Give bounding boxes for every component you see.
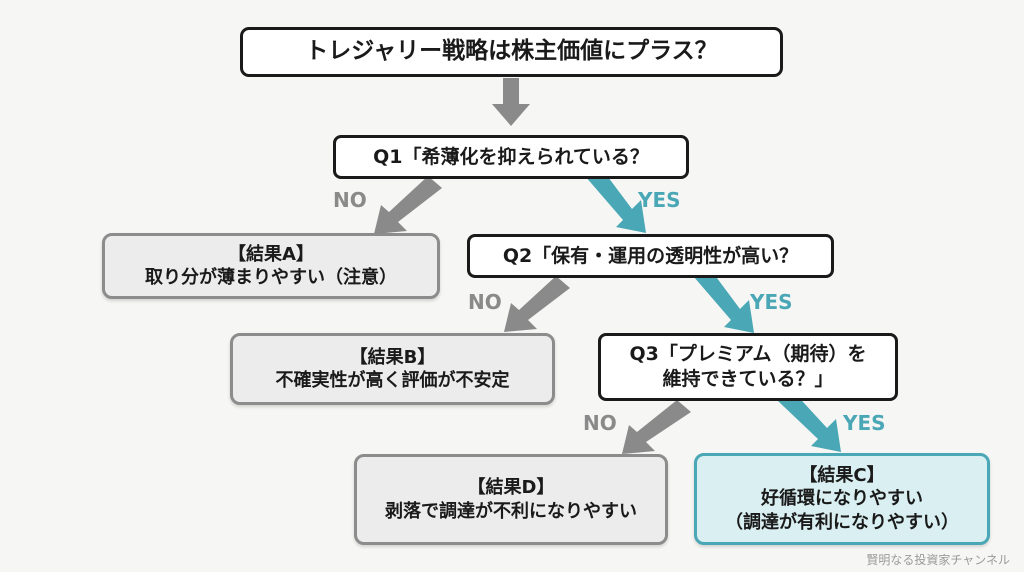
result-c-text2: （調達が有利になりやすい） bbox=[725, 511, 959, 533]
q1-yes-label: YES bbox=[638, 188, 681, 212]
result-b-heading: 【結果B】 bbox=[349, 346, 436, 368]
result-a-box: 【結果A】 取り分が薄まりやすい（注意） bbox=[102, 233, 440, 299]
arrow-title-to-q1 bbox=[492, 78, 530, 126]
q2-box: Q2「保有・運用の透明性が高い？ bbox=[467, 234, 834, 278]
result-a-heading: 【結果A】 bbox=[228, 243, 314, 265]
arrow-q3-yes bbox=[778, 390, 841, 452]
arrow-q2-no bbox=[504, 276, 570, 332]
q3-no-label: NO bbox=[583, 411, 617, 435]
q2-text: Q2「保有・運用の透明性が高い？ bbox=[502, 244, 799, 267]
q2-yes-label: YES bbox=[750, 290, 793, 314]
result-d-box: 【結果D】 剥落で調達が不利になりやすい bbox=[354, 454, 668, 545]
result-c-heading: 【結果C】 bbox=[799, 464, 885, 486]
arrow-q2-yes bbox=[694, 266, 754, 333]
q1-no-label: NO bbox=[333, 188, 367, 212]
watermark: 賢明なる投資家チャンネル bbox=[866, 553, 1010, 567]
arrow-q1-no bbox=[374, 176, 442, 234]
arrow-q1-yes bbox=[585, 165, 646, 233]
result-a-text: 取り分が薄まりやすい（注意） bbox=[145, 267, 397, 288]
result-d-heading: 【結果D】 bbox=[467, 477, 555, 499]
q1-text: Q1「希薄化を抑えられている？ bbox=[373, 145, 649, 168]
title-box: トレジャリー戦略は株主価値にプラス？ bbox=[240, 27, 783, 77]
q3-line1: Q3「プレミアム（期待）を bbox=[629, 343, 867, 366]
q3-line2: 維持できている？」 bbox=[662, 368, 834, 390]
result-c-box: 【結果C】 好循環になりやすい （調達が有利になりやすい） bbox=[694, 453, 990, 545]
q3-yes-label: YES bbox=[843, 411, 886, 435]
result-b-box: 【結果B】 不確実性が高く評価が不安定 bbox=[230, 333, 555, 405]
q3-box: Q3「プレミアム（期待）を 維持できている？」 bbox=[598, 333, 898, 401]
result-d-text: 剥落で調達が不利になりやすい bbox=[385, 500, 637, 522]
q2-no-label: NO bbox=[468, 290, 502, 314]
q1-box: Q1「希薄化を抑えられている？ bbox=[333, 135, 689, 179]
title-text: トレジャリー戦略は株主価値にプラス？ bbox=[305, 38, 718, 65]
result-c-text: 好循環になりやすい bbox=[761, 488, 923, 510]
arrow-q3-no bbox=[622, 400, 691, 454]
result-b-text: 不確実性が高く評価が不安定 bbox=[275, 370, 510, 391]
